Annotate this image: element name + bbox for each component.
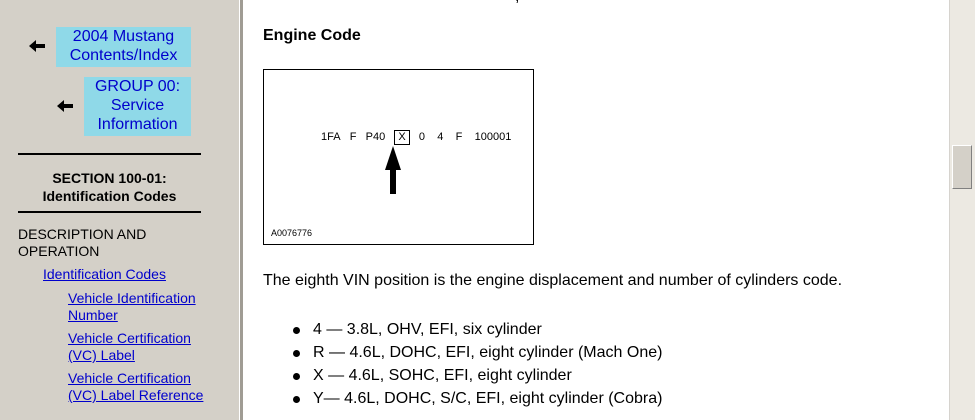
section-heading: DESCRIPTION AND OPERATION bbox=[18, 226, 147, 259]
sidebar: 2004 Mustang Contents/Index GROUP 00: Se… bbox=[0, 0, 239, 420]
vin-part: P40 bbox=[365, 131, 386, 143]
vin-figure: 1FA F P40 X 0 4 F 100001 A0076776 bbox=[263, 69, 534, 245]
figure-code: A0076776 bbox=[271, 228, 313, 238]
section-title: SECTION 100-01: Identification Codes bbox=[42, 170, 177, 204]
vin-part: 4 bbox=[437, 131, 444, 143]
link-identification-codes[interactable]: Identification Codes bbox=[43, 266, 166, 282]
section-rule-top bbox=[18, 153, 201, 155]
pane-divider[interactable] bbox=[239, 0, 243, 420]
vin-part: 1FA bbox=[321, 131, 341, 143]
list-item: Y— 4.6L, DOHC, S/C, EFI, eight cylinder … bbox=[293, 387, 662, 410]
top-text-fragment: , bbox=[515, 0, 519, 6]
vin-part-highlighted: X bbox=[394, 130, 410, 145]
vin-part: 0 bbox=[418, 131, 426, 143]
scrollbar-thumb[interactable] bbox=[952, 145, 972, 189]
vin-part: F bbox=[455, 131, 463, 143]
main-content: , Engine Code 1FA F P40 X 0 4 F 100001 A… bbox=[243, 0, 949, 420]
nav-link-contents-index[interactable]: 2004 Mustang Contents/Index bbox=[56, 27, 191, 67]
list-item: X — 4.6L, SOHC, EFI, eight cylinder bbox=[293, 364, 662, 387]
up-arrow-icon bbox=[385, 146, 401, 194]
engine-code-list: 4 — 3.8L, OHV, EFI, six cylinder R — 4.6… bbox=[293, 318, 662, 410]
nav-link-group-00[interactable]: GROUP 00: Service Information bbox=[84, 77, 191, 136]
left-arrow-icon[interactable] bbox=[57, 100, 73, 112]
list-item: 4 — 3.8L, OHV, EFI, six cylinder bbox=[293, 318, 662, 341]
link-vehicle-certification-label-reference[interactable]: Vehicle Certification (VC) Label Referen… bbox=[68, 370, 204, 403]
vin-part: F bbox=[349, 131, 357, 143]
vertical-scrollbar[interactable] bbox=[949, 0, 975, 420]
list-item: R — 4.6L, DOHC, EFI, eight cylinder (Mac… bbox=[293, 341, 662, 364]
section-rule-bottom bbox=[18, 211, 201, 213]
vin-part: 100001 bbox=[474, 131, 512, 143]
left-arrow-icon[interactable] bbox=[29, 40, 45, 52]
link-vehicle-certification-label[interactable]: Vehicle Certification (VC) Label bbox=[68, 330, 191, 363]
body-paragraph: The eighth VIN position is the engine di… bbox=[263, 272, 843, 289]
page-heading: Engine Code bbox=[263, 27, 361, 44]
vin-code: 1FA F P40 X 0 4 F 100001 bbox=[321, 130, 511, 145]
link-vehicle-identification-number[interactable]: Vehicle Identification Number bbox=[68, 290, 196, 323]
